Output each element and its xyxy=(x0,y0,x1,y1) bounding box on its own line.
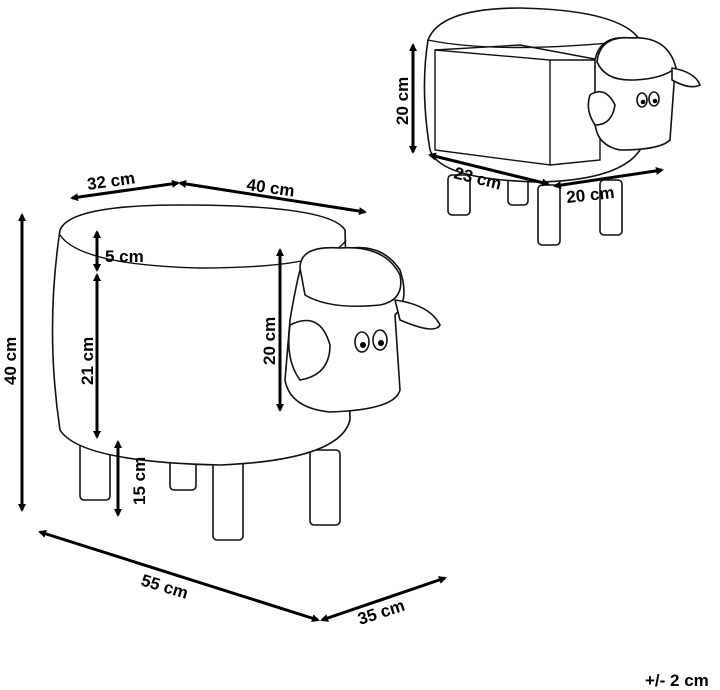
dim-width-side: 40 cm xyxy=(245,175,295,201)
storage-dimension-lines xyxy=(409,43,664,190)
leg-front-left xyxy=(212,454,244,541)
eye-right xyxy=(372,329,388,351)
dim-total-height: 40 cm xyxy=(1,337,20,385)
leg-front-right xyxy=(309,449,341,526)
eye-left xyxy=(354,331,370,353)
storage-dim-depth: 20 cm xyxy=(565,183,615,207)
main-dimension-lines xyxy=(18,179,447,623)
storage-dim-height: 20 cm xyxy=(393,77,412,125)
dim-head-height: 20 cm xyxy=(260,317,279,365)
ear-left xyxy=(287,319,331,381)
dim-length: 55 cm xyxy=(139,571,191,603)
dim-leg-height: 15 cm xyxy=(130,457,149,505)
dim-cushion-height: 5 cm xyxy=(105,247,144,266)
head-wool xyxy=(299,246,402,308)
tolerance-note: +/- 2 cm xyxy=(645,671,709,690)
dim-body-height: 21 cm xyxy=(78,337,97,385)
ear-right xyxy=(394,299,441,330)
storage-sheep-drawing xyxy=(423,7,701,246)
